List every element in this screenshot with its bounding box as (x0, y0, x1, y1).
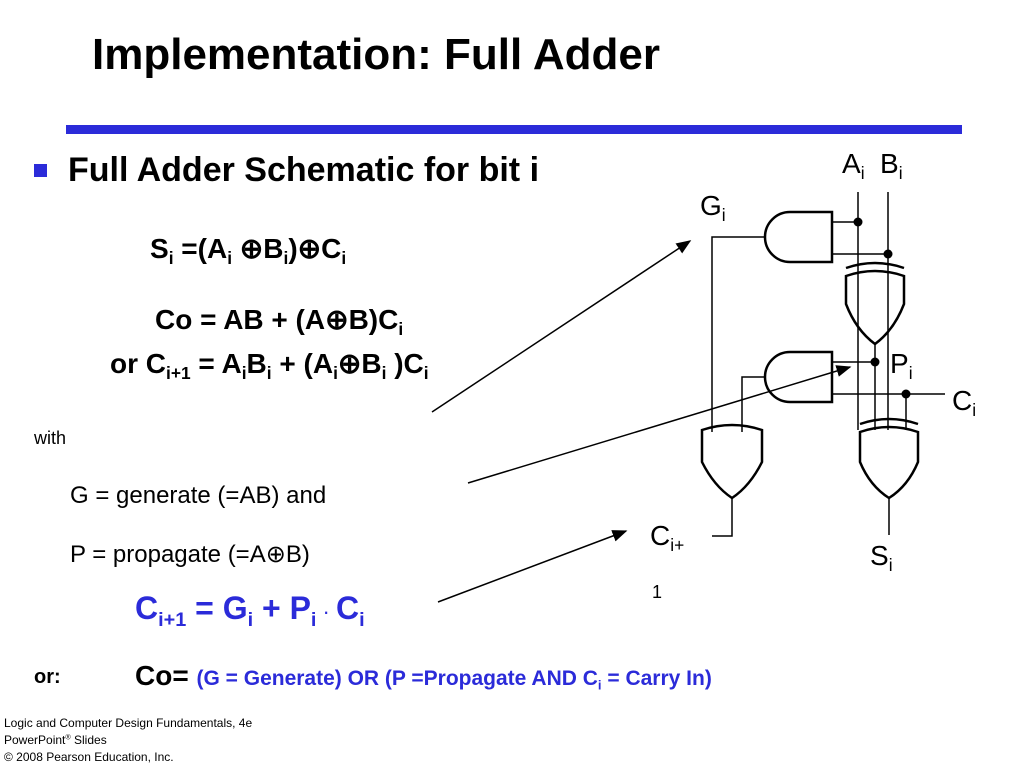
xor-top-back (845, 261, 905, 270)
xor-gate-bottom (858, 425, 920, 500)
carry-gp-equation: Ci+1 = Gi + Pi · Ci (135, 590, 365, 631)
with-label: with (34, 428, 67, 448)
and-gate-top (763, 210, 834, 264)
or-label: or: (34, 666, 61, 688)
arrow-to-cout (437, 530, 628, 603)
label-p: Pi (890, 348, 913, 384)
bullet-square-icon (34, 164, 47, 177)
xor-bottom-back (859, 417, 919, 426)
xor-gate-top (844, 269, 906, 346)
footer-line-3: © 2008 Pearson Education, Inc. (4, 750, 174, 764)
wire-g (711, 236, 766, 432)
label-cout-wrap: 1 (652, 582, 663, 602)
wire-pc (741, 376, 766, 432)
arrow-to-p (467, 365, 852, 484)
footer-line-2: PowerPoint® Slides (4, 732, 107, 747)
label-g: Gi (700, 190, 726, 226)
label-c: Ci (952, 385, 977, 421)
and-gate-bottom (763, 350, 834, 404)
junction-p (870, 357, 880, 367)
junction-b (883, 249, 893, 259)
arrow-to-g (431, 240, 692, 413)
carry-description: Co= (G = Generate) OR (P =Propagate AND … (135, 660, 712, 693)
generate-definition: G = generate (=AB) and (70, 482, 327, 509)
or-gate (700, 423, 764, 500)
wire-cout (712, 498, 733, 537)
label-s: Si (870, 540, 893, 576)
junction-c (901, 389, 911, 399)
junction-a (853, 217, 863, 227)
carry-equation-alt: or Ci+1 = AiBi + (Ai⊕Bi )Ci (110, 348, 429, 384)
label-b: Bi (880, 148, 903, 184)
carry-equation: Co = AB + (A⊕B)Ci (155, 304, 404, 340)
bullet-heading: Full Adder Schematic for bit i (68, 151, 540, 189)
slide-title: Implementation: Full Adder (92, 30, 660, 79)
label-cout: Ci+ (650, 520, 685, 556)
propagate-definition: P = propagate (=A⊕B) (70, 541, 310, 568)
footer-line-1: Logic and Computer Design Fundamentals, … (4, 716, 253, 730)
sum-equation: Si =(Ai ⊕Bi)⊕Ci (150, 233, 347, 269)
label-a: Ai (842, 148, 865, 184)
title-rule (66, 125, 962, 134)
